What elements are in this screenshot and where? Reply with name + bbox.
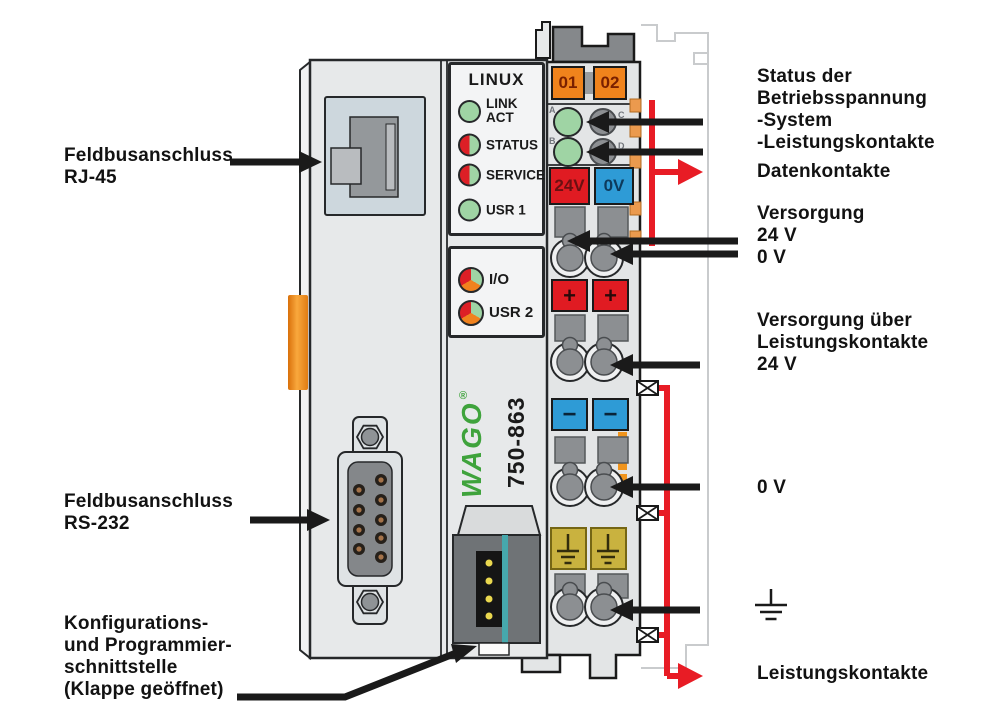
arrow-power-24v [610, 354, 700, 376]
bus-connector-bridge [585, 72, 593, 94]
label-supply-power: Versorgung über Leistungskontakte 24 V [757, 310, 929, 375]
earth-ground-icon [557, 534, 619, 565]
power-jumper-contact-icons [636, 380, 659, 643]
link-act-led-label: LINK ACT [486, 96, 518, 125]
din-rail-clip-top [535, 21, 636, 64]
usr2-led [458, 300, 484, 326]
label-0v: 0 V [757, 477, 787, 498]
contact-marker-b: B [549, 136, 556, 146]
service-led-label: SERVICE [486, 167, 546, 182]
programming-port [452, 505, 542, 656]
arrow-config [237, 644, 477, 701]
link-act-led [458, 99, 481, 123]
label-supply: Versorgung 24 V 0 V [757, 203, 865, 268]
os-label: LINUX [468, 70, 525, 89]
label-power-contacts: Leistungskontakte [757, 663, 929, 684]
label-config: Konfigurations- und Programmier- schnitt… [64, 613, 232, 700]
adjacent-module-ghost-outline [641, 24, 709, 669]
bus-connector-01: 01 [551, 66, 585, 100]
arrow-supply-0v [610, 243, 738, 265]
terminal-0v: 0V [594, 167, 634, 205]
usr1-led-label: USR 1 [486, 202, 526, 217]
rs232-port [337, 416, 403, 625]
contact-marker-d: D [618, 141, 625, 151]
led-panel-linux: LINUX LINK ACT STATUS SERVICE USR 1 [448, 62, 545, 236]
label-rs232: Feldbusanschluss RS-232 [64, 491, 233, 534]
usr1-led [458, 198, 481, 222]
label-data-contacts: Datenkontakte [757, 161, 891, 182]
led-panel-io: I/O USR 2 [448, 246, 545, 338]
arrow-supply-24v [567, 230, 738, 252]
terminal-24v: 24V [549, 167, 590, 205]
ground-terminals [550, 527, 627, 570]
arrow-ground [610, 599, 700, 621]
model-number: 750-863 [503, 396, 529, 489]
registered-mark: ® [459, 390, 468, 402]
clamp-ports [554, 206, 629, 599]
earth-ground-icon [755, 589, 787, 621]
io-led-label: I/O [489, 271, 510, 288]
label-rj45: Feldbusanschluss RJ-45 [64, 145, 233, 188]
contact-marker-a: A [549, 105, 556, 115]
status-led [458, 133, 481, 157]
terminal-plus-1: + [551, 279, 588, 312]
terminal-minus-1: − [551, 398, 588, 431]
terminal-plus-2: + [592, 279, 629, 312]
arrow-status-2 [586, 141, 703, 163]
label-status: Status der Betriebsspannung -System -Lei… [757, 66, 935, 153]
rail-release-latch [288, 295, 308, 390]
io-led [458, 267, 484, 293]
arrow-rj45 [230, 151, 322, 173]
terminal-minus-2: − [592, 398, 629, 431]
status-led-label: STATUS [486, 137, 538, 152]
annotation-arrows [230, 111, 738, 701]
arrow-0v [610, 476, 700, 498]
contact-marker-c: C [618, 110, 625, 120]
arrow-rs232 [250, 509, 330, 531]
bus-connector-02: 02 [593, 66, 627, 100]
rj45-port [324, 96, 426, 216]
wago-logo: WAGO [456, 401, 487, 498]
arrow-status-1 [586, 111, 703, 133]
usr2-led-label: USR 2 [489, 304, 534, 321]
service-led [458, 163, 481, 187]
